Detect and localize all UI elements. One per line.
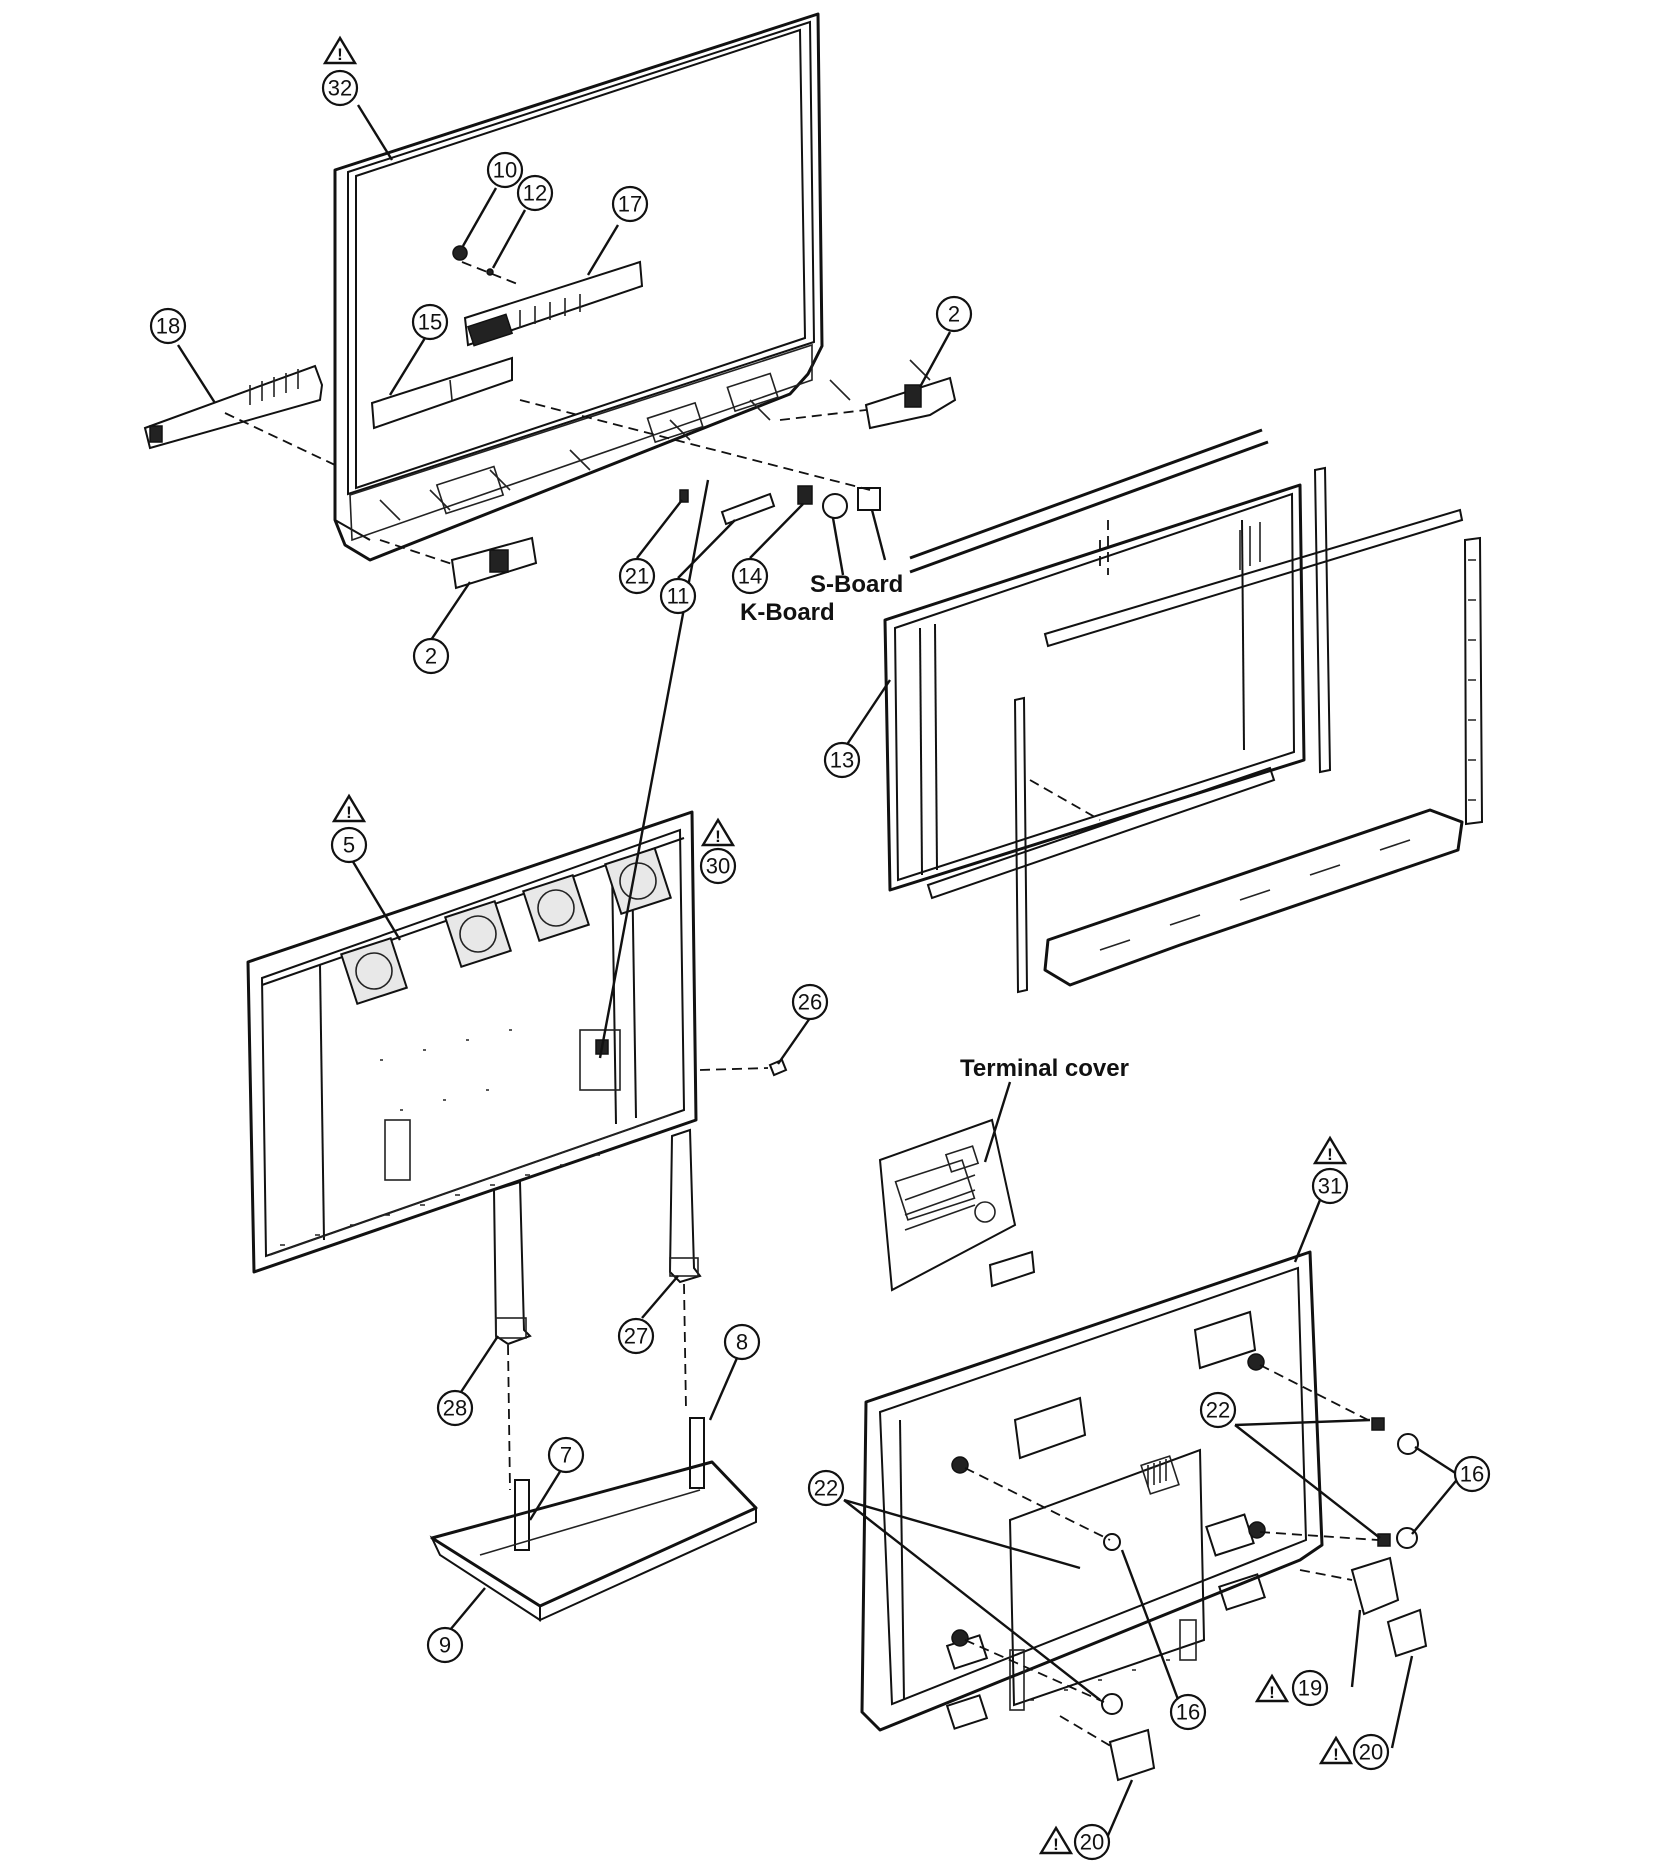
leader-lines <box>176 104 1461 1841</box>
callout-18: 18 <box>149 307 187 345</box>
svg-text:9: 9 <box>439 1633 451 1658</box>
callout-20-right: 20 <box>1352 1733 1390 1771</box>
k-board-label: K-Board <box>740 599 835 626</box>
svg-text:32: 32 <box>328 76 352 101</box>
callout-14: 14 <box>731 557 769 595</box>
callout-20-bottom: 20 <box>1073 1823 1111 1861</box>
part-2-bracket-right <box>779 376 957 430</box>
svg-text:13: 13 <box>830 748 854 773</box>
terminal-cover-label: Terminal cover <box>960 1055 1129 1082</box>
callout-5: 5 <box>330 826 368 864</box>
stand-neck-pieces <box>492 1128 702 1491</box>
part-17-bracket <box>463 260 644 347</box>
svg-text:22: 22 <box>1206 1398 1230 1423</box>
warning-icon: ! <box>1318 1735 1354 1765</box>
callout-15: 15 <box>411 303 449 341</box>
rear-chassis <box>246 810 788 1274</box>
svg-text:!: ! <box>715 827 721 846</box>
part-20-cover-bottom <box>1059 1715 1156 1782</box>
svg-text:31: 31 <box>1318 1174 1342 1199</box>
callout-31: 31 <box>1311 1167 1349 1205</box>
svg-text:7: 7 <box>560 1443 572 1468</box>
callout-22-left: 22 <box>807 1469 845 1507</box>
svg-text:12: 12 <box>523 181 547 206</box>
svg-text:!: ! <box>1053 1835 1059 1854</box>
svg-text:8: 8 <box>736 1330 748 1355</box>
svg-text:2: 2 <box>425 644 437 669</box>
svg-text:10: 10 <box>493 158 517 183</box>
svg-text:!: ! <box>1269 1683 1275 1702</box>
svg-text:22: 22 <box>814 1476 838 1501</box>
warning-icon: ! <box>700 817 736 847</box>
terminal-cover <box>878 1118 1036 1292</box>
callout-12: 12 <box>516 174 554 212</box>
part-2-bracket-bottom <box>379 536 538 590</box>
warning-icon: ! <box>1038 1825 1074 1855</box>
svg-text:11: 11 <box>667 584 690 609</box>
warning-icon: ! <box>1312 1135 1348 1165</box>
callout-16-right: 16 <box>1453 1455 1491 1493</box>
svg-text:20: 20 <box>1359 1740 1383 1765</box>
svg-text:26: 26 <box>798 990 822 1015</box>
svg-text:2: 2 <box>948 302 960 327</box>
s-board-label: S-Board <box>810 571 903 598</box>
callout-10: 10 <box>486 151 524 189</box>
svg-text:!: ! <box>346 803 352 822</box>
svg-text:17: 17 <box>618 192 642 217</box>
svg-text:16: 16 <box>1176 1700 1200 1725</box>
svg-text:5: 5 <box>343 833 355 858</box>
stand-base <box>429 1417 758 1622</box>
callout-19: 19 <box>1291 1669 1329 1707</box>
callout-2-bottom: 2 <box>412 637 450 675</box>
svg-text:21: 21 <box>625 564 649 589</box>
callout-17: 17 <box>611 185 649 223</box>
callout-30: 30 <box>699 847 737 885</box>
svg-text:27: 27 <box>624 1324 648 1349</box>
front-bezel <box>333 12 931 562</box>
svg-text:!: ! <box>1327 1145 1333 1164</box>
panel-glass-frame <box>883 428 1484 994</box>
callout-7: 7 <box>547 1436 585 1474</box>
warning-icon: ! <box>1254 1673 1290 1703</box>
callout-28: 28 <box>436 1389 474 1427</box>
part-18-bracket <box>143 364 336 466</box>
svg-text:30: 30 <box>706 854 730 879</box>
callout-9: 9 <box>426 1626 464 1664</box>
callout-13: 13 <box>823 741 861 779</box>
callout-27: 27 <box>617 1317 655 1355</box>
svg-text:18: 18 <box>156 314 180 339</box>
callout-26: 26 <box>791 983 829 1021</box>
warning-icon: ! <box>331 793 367 823</box>
callout-21: 21 <box>618 557 656 595</box>
svg-text:20: 20 <box>1080 1830 1104 1855</box>
callout-32: 32 <box>321 69 359 107</box>
svg-text:14: 14 <box>738 564 762 589</box>
svg-text:!: ! <box>1333 1745 1339 1764</box>
callout-22-right: 22 <box>1199 1391 1237 1429</box>
svg-text:19: 19 <box>1298 1676 1322 1701</box>
part-20-cover-right <box>1386 1608 1428 1658</box>
rear-cover <box>860 1250 1419 1732</box>
callout-8: 8 <box>723 1323 761 1361</box>
svg-text:16: 16 <box>1460 1462 1484 1487</box>
callout-2-right: 2 <box>935 295 973 333</box>
small-parts-row <box>519 399 881 526</box>
svg-text:!: ! <box>337 45 343 64</box>
part-19-cover <box>1299 1556 1400 1616</box>
callout-11: 11 <box>659 577 697 615</box>
callout-16-bottom: 16 <box>1169 1693 1207 1731</box>
svg-text:15: 15 <box>418 310 442 335</box>
part-15-bracket <box>370 356 513 430</box>
warning-icon: ! <box>322 35 358 65</box>
svg-text:28: 28 <box>443 1396 467 1421</box>
